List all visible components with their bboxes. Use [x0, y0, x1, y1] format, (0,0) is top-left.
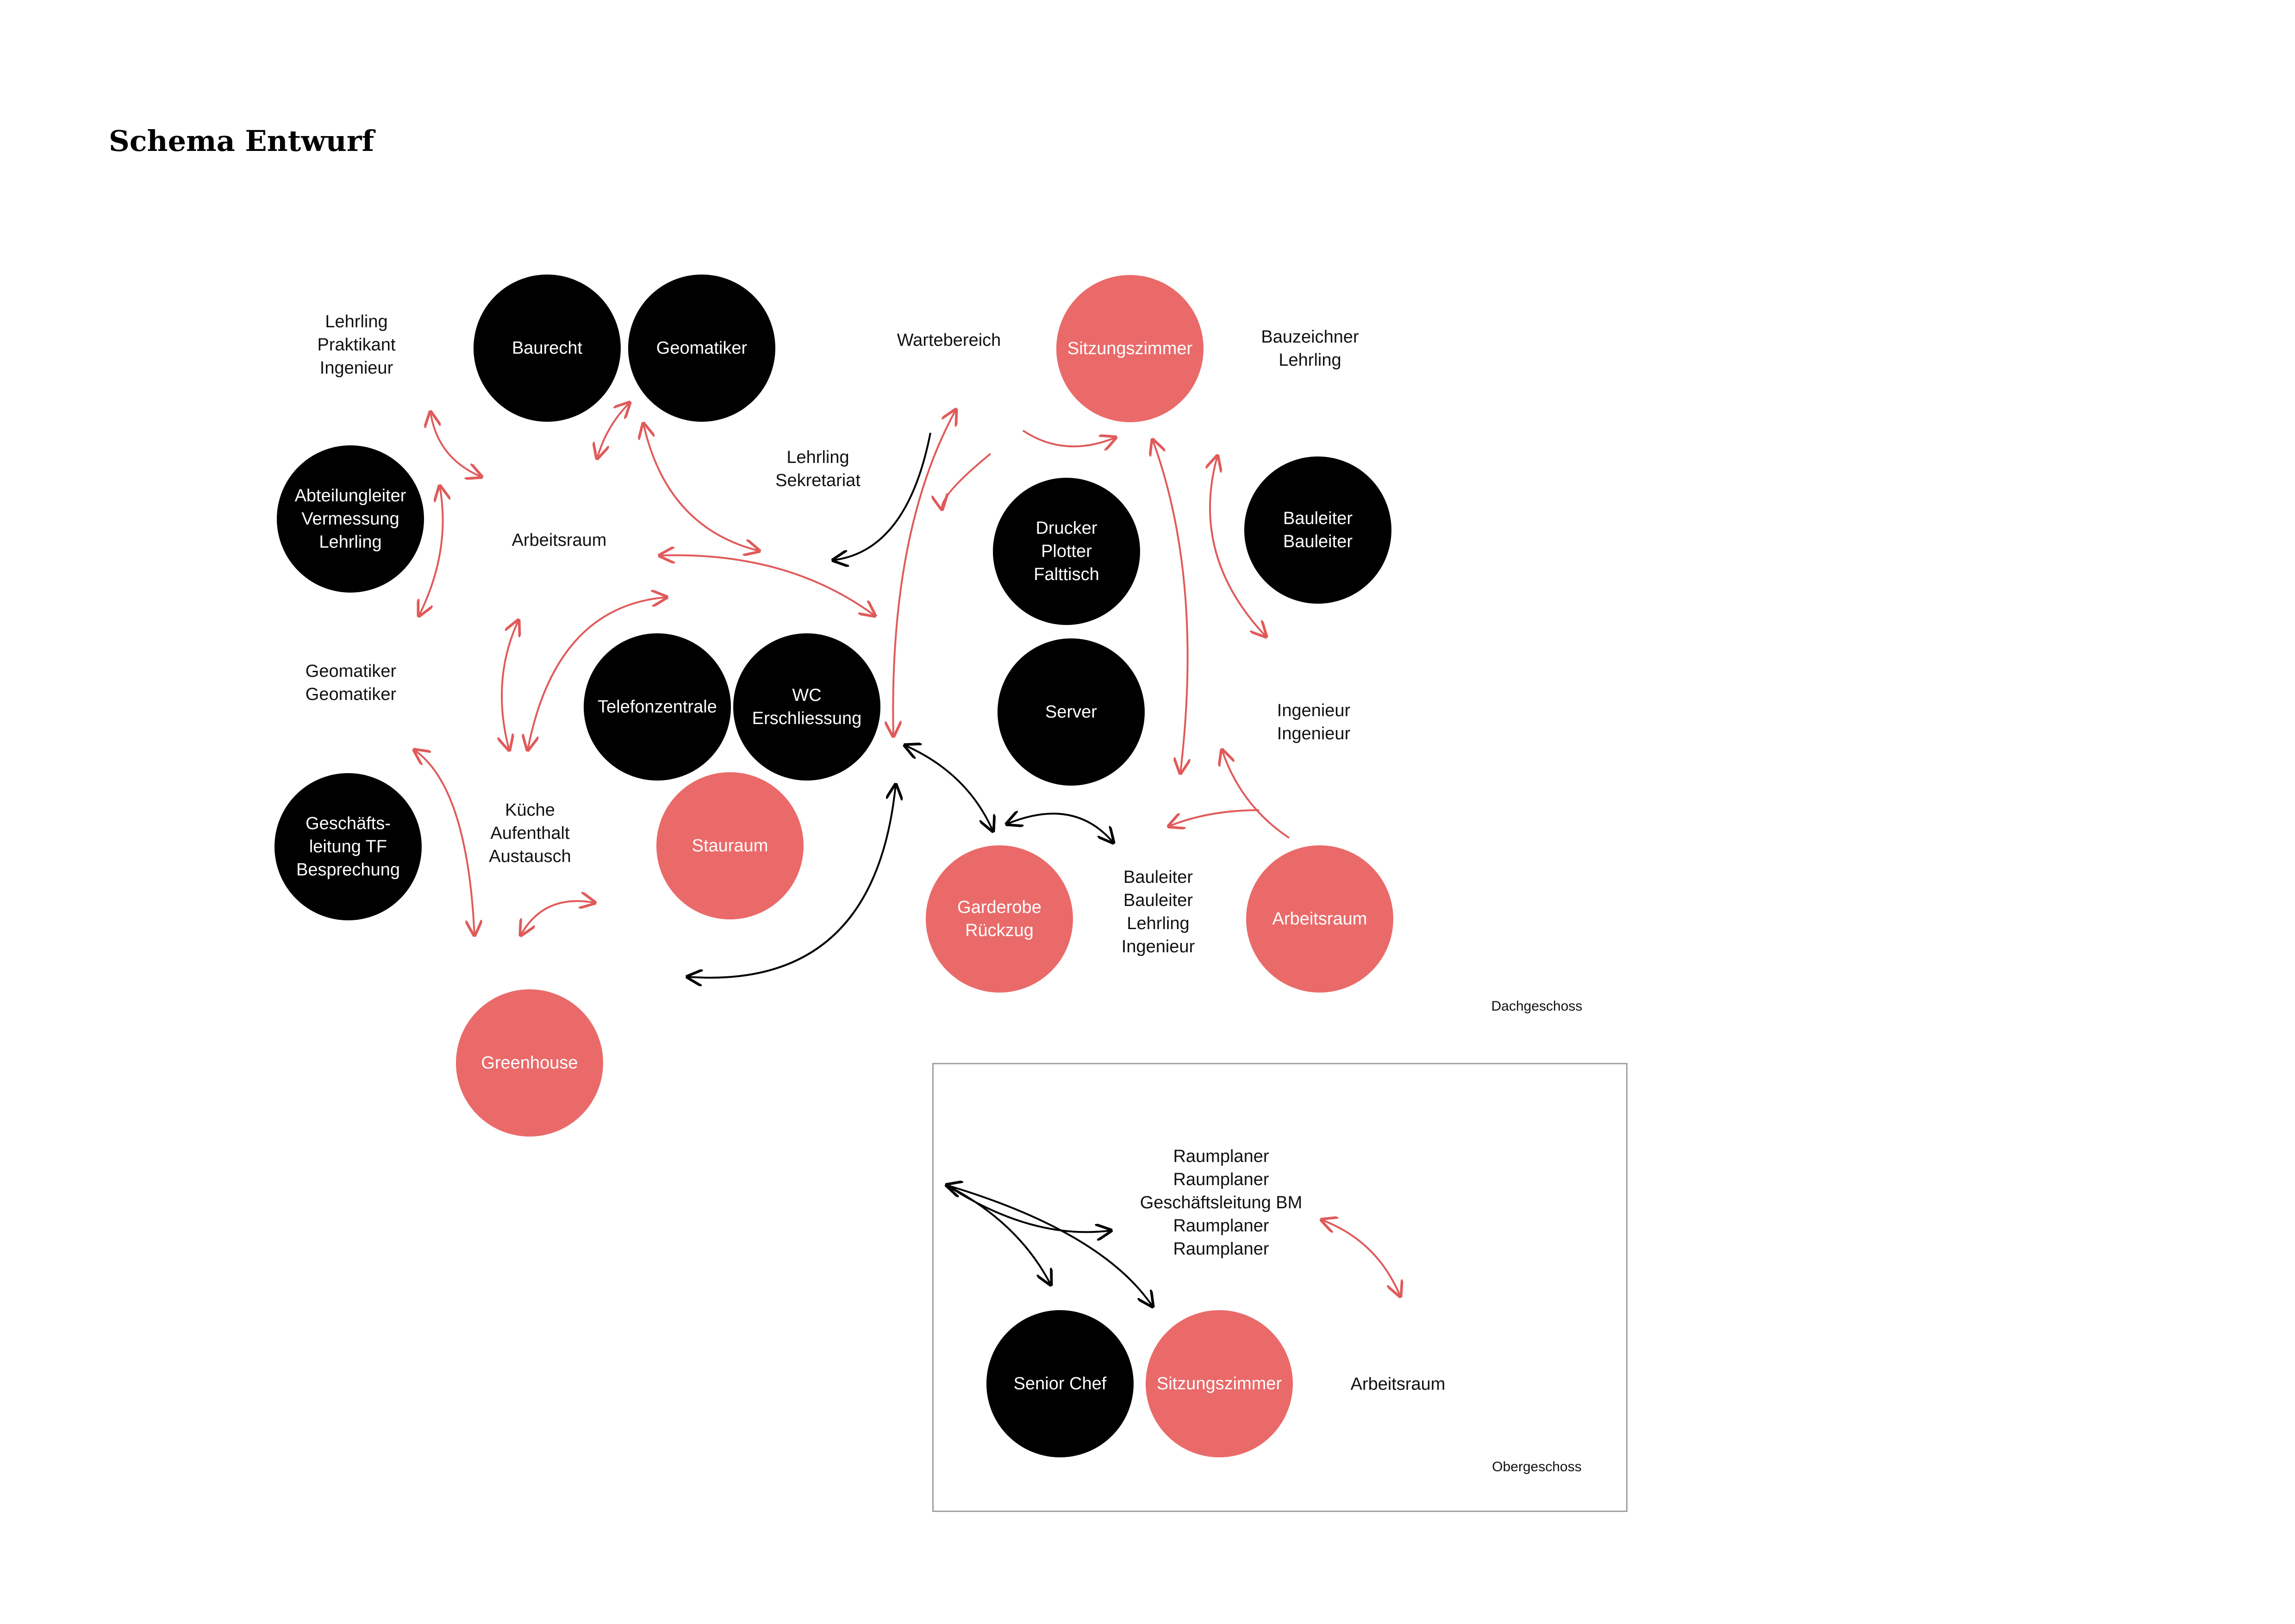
node-server: Server — [998, 638, 1145, 786]
node-bauleiter-label: Bauleiter Bauleiter — [1283, 509, 1353, 551]
label-ingenieur-group: Ingenieur Ingenieur — [1277, 701, 1351, 743]
node-stauraum: Stauraum — [656, 772, 804, 919]
node-geomatiker-label: Geomatiker — [656, 338, 748, 358]
arrow-warte-sitzungszimmer — [1022, 430, 1116, 446]
node-stauraum-label: Stauraum — [692, 836, 768, 856]
node-senior-chef-label: Senior Chef — [1013, 1374, 1107, 1393]
node-garderobe-label: Garderobe Rückzug — [957, 898, 1041, 940]
arrow-arbeitsraum-geomatiker — [597, 403, 630, 458]
label-kueche: Küche Aufenthalt Austausch — [489, 800, 571, 866]
node-greenhouse: Greenhouse — [456, 989, 603, 1137]
node-server-label: Server — [1045, 702, 1097, 722]
arrow-wc-greenhouse — [687, 785, 896, 978]
arrow-bauzeichner-bauleiter — [1210, 456, 1266, 637]
floor-label-obergeschoss: Obergeschoss — [1492, 1459, 1582, 1474]
arrow-abteilung-geomatiker — [419, 486, 443, 616]
arrow-warte-wc — [893, 410, 956, 736]
arrow-telefon-kueche — [528, 597, 667, 750]
node-geschaeftsleitung-label: Geschäfts- leitung TF Besprechung — [296, 814, 400, 880]
node-wc: WC Erschliessung — [733, 633, 880, 781]
node-abteilungsleiter-label: Abteilungleiter Vermessung Lehrling — [294, 486, 406, 552]
node-senior-chef: Senior Chef — [986, 1310, 1134, 1457]
node-garderobe: Garderobe Rückzug — [926, 845, 1073, 993]
label-lehrling-group: Lehrling Praktikant Ingenieur — [317, 312, 396, 378]
label-bauleiter-group: Bauleiter Bauleiter Lehrling Ingenieur — [1121, 868, 1195, 956]
label-geomatiker-group: Geomatiker Geomatiker — [305, 662, 397, 704]
label-wartebereich: Wartebereich — [897, 331, 1001, 350]
node-sitzungszimmer-dg: Sitzungszimmer — [1056, 275, 1204, 422]
node-drucker-label: Drucker Plotter Falttisch — [1034, 518, 1099, 584]
arrow-ingenieur-arbeitsraum — [1222, 750, 1290, 839]
label-bauzeichner: Bauzeichner Lehrling — [1261, 327, 1359, 370]
arrow-geomatiker-wc — [643, 424, 759, 551]
arrow-warte-sekretariat — [833, 432, 931, 560]
arrow-sitzungszimmer-server — [1153, 440, 1188, 773]
label-raumplaner-group: Raumplaner Raumplaner Geschäftsleitung B… — [1140, 1147, 1303, 1259]
arrow-og-sitzungszimmer — [947, 1185, 1153, 1306]
arrow-garderobe-bauleiter — [1007, 814, 1113, 843]
node-telefonzentrale-label: Telefonzentrale — [598, 697, 717, 717]
arrow-drucker-warte — [942, 453, 992, 509]
arrow-wc-garderobe — [905, 745, 993, 831]
node-bauleiter: Bauleiter Bauleiter — [1244, 456, 1391, 604]
node-arbeitsraum-dg-label: Arbeitsraum — [1272, 909, 1367, 929]
obergeschoss-frame — [932, 1063, 1628, 1512]
node-baurecht-label: Baurecht — [511, 338, 583, 358]
node-baurecht: Baurecht — [474, 275, 621, 422]
arrow-og-arbeitsraum — [1322, 1220, 1400, 1296]
label-arbeitsraum-left: Arbeitsraum — [511, 531, 607, 550]
arrow-lehrling-arbeitsraum — [430, 412, 481, 477]
arrow-arbeitsraum-bauleiter — [1169, 809, 1260, 826]
node-greenhouse-label: Greenhouse — [481, 1053, 578, 1073]
arrow-arbeitsraum-kueche-left — [502, 620, 518, 750]
page-title: Schema Entwurf — [109, 124, 374, 158]
node-sitzungszimmer-dg-label: Sitzungszimmer — [1067, 339, 1193, 358]
arrow-arbeitsraum-wc — [660, 555, 875, 616]
node-abteilungsleiter: Abteilungleiter Vermessung Lehrling — [277, 445, 424, 593]
label-lehrling-sekretariat: Lehrling Sekretariat — [775, 448, 861, 490]
node-drucker: Drucker Plotter Falttisch — [993, 478, 1140, 625]
node-telefonzentrale: Telefonzentrale — [584, 633, 731, 781]
node-geschaeftsleitung: Geschäfts- leitung TF Besprechung — [274, 773, 422, 920]
node-wc-label: WC Erschliessung — [752, 686, 862, 728]
node-geomatiker: Geomatiker — [628, 275, 775, 422]
node-arbeitsraum-dg: Arbeitsraum — [1246, 845, 1393, 993]
arrow-kueche-greenhouse — [521, 901, 595, 935]
node-sitzungszimmer-og-label: Sitzungszimmer — [1156, 1374, 1282, 1393]
label-arbeitsraum-og: Arbeitsraum — [1350, 1374, 1446, 1394]
floor-label-dachgeschoss: Dachgeschoss — [1491, 999, 1583, 1014]
node-sitzungszimmer-og: Sitzungszimmer — [1146, 1310, 1293, 1457]
arrow-geomatiker-greenhouse — [414, 750, 474, 935]
